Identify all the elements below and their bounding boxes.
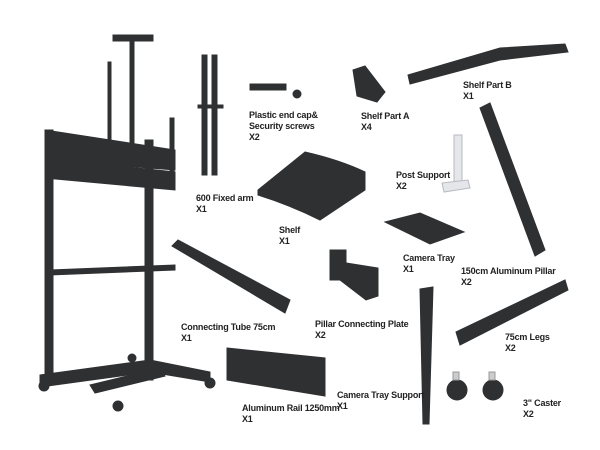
part-qty: X2: [505, 343, 516, 353]
part-qty: X2: [523, 409, 534, 419]
part-name: Aluminum Rail 1250mm: [242, 403, 340, 413]
end-cap-illustration: [249, 83, 302, 99]
part-name: 3" Caster: [523, 398, 561, 408]
camera-tray-illustration: [383, 212, 466, 245]
part-name: 150cm Aluminum Pillar: [461, 266, 556, 276]
part-qty: X2: [315, 330, 326, 340]
part-name: 75cm Legs: [505, 332, 550, 342]
part-qty: X1: [196, 204, 207, 214]
part-name: Connecting Tube 75cm: [181, 322, 276, 332]
pillar-plate-illustration: [329, 249, 379, 301]
connecting-tube-illustration: [171, 239, 291, 314]
assembled-stand-illustration: [38, 34, 216, 412]
aluminum-rail-illustration: [226, 347, 326, 397]
part-name: Camera Tray: [403, 253, 455, 263]
part-name: Shelf Part A: [361, 111, 410, 121]
camera-tray-support-illustration: [419, 286, 434, 425]
part-name: Pillar Connecting Plate: [315, 319, 409, 329]
part-name: 600 Fixed arm: [196, 193, 254, 203]
part-name: Camera Tray Support: [337, 390, 425, 400]
legs-illustration: [455, 279, 569, 346]
part-qty: X2: [249, 132, 260, 142]
part-qty: X1: [403, 264, 414, 274]
post-support-illustration: [441, 134, 471, 193]
caster-illustration: [446, 371, 504, 401]
part-qty: X1: [463, 91, 474, 101]
fixed-arm-illustration: [197, 54, 224, 176]
part-name: Post Support: [396, 170, 451, 180]
part-qty: X1: [279, 236, 290, 246]
part-qty: X4: [361, 122, 372, 132]
part-qty: X2: [396, 181, 407, 191]
part-qty: X2: [461, 277, 472, 287]
part-name: Shelf Part B: [463, 80, 512, 90]
shelf-illustration: [257, 151, 366, 221]
shelf-part-b-illustration: [407, 43, 569, 85]
shelf-part-a-illustration: [352, 65, 386, 103]
part-qty: X1: [181, 333, 192, 343]
part-name: Shelf: [279, 225, 301, 235]
aluminum-pillar-illustration: [479, 102, 546, 257]
part-name: Security screws: [249, 121, 315, 131]
part-name: Plastic end cap&: [249, 110, 318, 120]
part-qty: X1: [337, 401, 348, 411]
part-qty: X1: [242, 414, 253, 424]
